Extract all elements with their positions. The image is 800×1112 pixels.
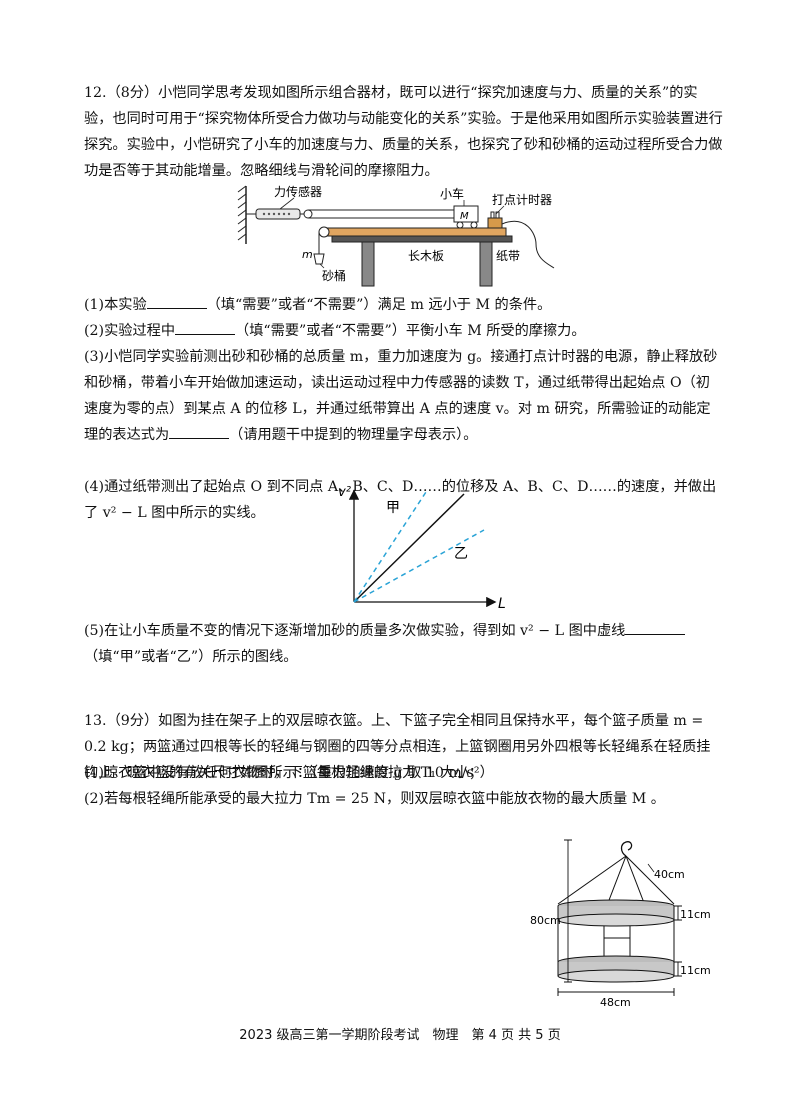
label-tape: 纸带 <box>496 249 520 263</box>
paper-tape <box>501 221 555 269</box>
sand-bucket <box>313 253 325 265</box>
page-footer: 2023 级高三第一学期阶段考试 物理 第 4 页 共 5 页 <box>239 1028 561 1043</box>
label-jia: 甲 <box>386 500 400 516</box>
label-m: m <box>302 248 313 261</box>
label-bucket: 砂桶 <box>322 268 346 283</box>
x-axis-label: L <box>498 596 506 612</box>
answer-blank-1[interactable] <box>146 294 207 309</box>
q12-part1: (1)本实验（填“需要”或者“不需要”）满足 m 远小于 M 的条件。 <box>84 292 724 318</box>
q13-part2: (2)若每根轻绳所能承受的最大拉力 Tm = 25 N，则双层晾衣篮中能放衣物的… <box>84 791 665 807</box>
dim-40cm: 40cm <box>654 868 685 881</box>
dim-11cm-upper: 11cm <box>680 908 711 921</box>
q12-part2: (2)实验过程中（填“需要”或者“不需要”）平衡小车 M 所受的摩擦力。 <box>84 318 724 344</box>
solid-line <box>353 493 465 603</box>
y-axis-label: v² <box>338 485 351 500</box>
label-board: 长木板 <box>408 249 444 263</box>
answer-blank-3[interactable] <box>169 424 230 439</box>
q12-part5: (5)在让小车质量不变的情况下逐渐增加砂的质量多次做实验，得到如 v² − L … <box>84 618 724 670</box>
long-board <box>323 227 507 237</box>
dashed-line-jia <box>353 491 427 603</box>
q13-intro: 13.（9分）如图为挂在架子上的双层晾衣篮。上、下篮子完全相同且保持水平，每个篮… <box>84 713 711 781</box>
v2-L-graph: v² L 甲 乙 <box>338 485 506 612</box>
dashed-line-yi <box>353 529 485 603</box>
dim-80cm: 80cm <box>530 914 561 927</box>
dim-48cm: 48cm <box>600 996 631 1009</box>
label-yi: 乙 <box>454 546 468 562</box>
apparatus-figure: M 力传感器 小车 打点计时器 m 砂桶 长木板 纸带 <box>237 184 555 287</box>
label-timer: 打点计时器 <box>492 193 552 207</box>
hook-icon <box>620 841 633 857</box>
label-M: M <box>460 211 469 222</box>
q12-part4: (4)通过纸带测出了起始点 O 到不同点 A、B、C、D……的位移及 A、B、C… <box>84 479 717 521</box>
dim-11cm-lower: 11cm <box>680 964 711 977</box>
basket-figure: 80cm 40cm 11cm 11cm 48cm <box>530 839 711 1009</box>
q13-part1: (1)晾衣篮中没有放任何衣物时，下篮每根轻绳的拉力 T₁ 大小； <box>84 765 483 781</box>
answer-blank-5[interactable] <box>625 620 686 635</box>
label-sensor: 力传感器 <box>274 184 322 199</box>
answer-blank-2[interactable] <box>175 320 236 335</box>
q12-intro: 12.（8分）小恺同学思考发现如图所示组合器材，既可以进行“探究加速度与力、质量… <box>84 85 723 179</box>
label-car: 小车 <box>440 186 464 201</box>
car <box>453 205 479 223</box>
timer <box>487 217 503 229</box>
q12-part3: (3)小恺同学实验前测出砂和砂桶的总质量 m，重力加速度为 g。接通打点计时器的… <box>84 349 718 443</box>
